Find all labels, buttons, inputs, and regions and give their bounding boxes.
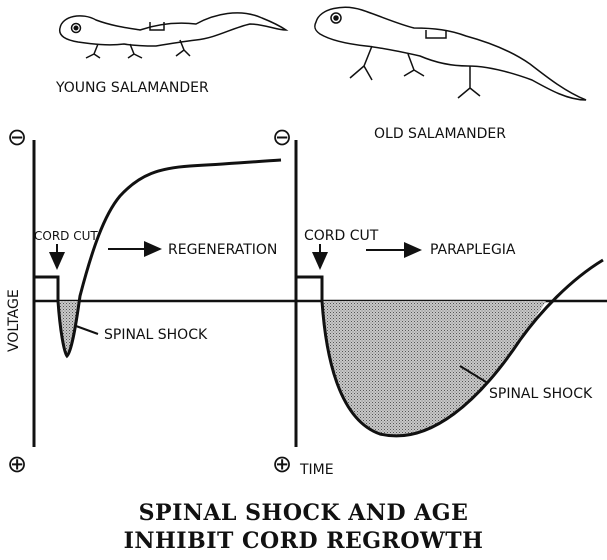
minus-sign-right: ⊖ [272, 123, 292, 151]
time-axis-label: TIME [299, 462, 334, 478]
figure-title-line-2: INHIBIT CORD REGROWTH [123, 528, 484, 554]
spinal-shock-area-right [322, 301, 546, 436]
plus-sign-left: ⊕ [7, 450, 27, 478]
spinal-shock-pointer-right [459, 365, 487, 383]
old-salamander-label: OLD SALAMANDER [374, 126, 506, 142]
young-salamander-label: YOUNG SALAMANDER [55, 80, 209, 96]
regeneration-label: REGENERATION [168, 242, 277, 258]
spinal-shock-label-left: SPINAL SHOCK [104, 327, 208, 343]
spinal-shock-pointer-left [75, 325, 99, 335]
cord-cut-label-right: CORD CUT [304, 228, 379, 244]
minus-sign-left: ⊖ [7, 123, 27, 151]
old-voltage-curve [296, 258, 604, 438]
young-voltage-curve [34, 158, 282, 359]
old-salamander-illustration [314, 6, 587, 101]
figure-title-line-1: SPINAL SHOCK AND AGE [138, 500, 469, 526]
voltage-axis-label: VOLTAGE [6, 289, 22, 352]
paraplegia-label: PARAPLEGIA [430, 242, 516, 258]
cord-cut-label-left: CORD CUT [34, 229, 98, 243]
plus-sign-right: ⊕ [272, 450, 292, 478]
spinal-shock-label-right: SPINAL SHOCK [489, 386, 593, 402]
young-salamander-illustration [58, 12, 289, 59]
